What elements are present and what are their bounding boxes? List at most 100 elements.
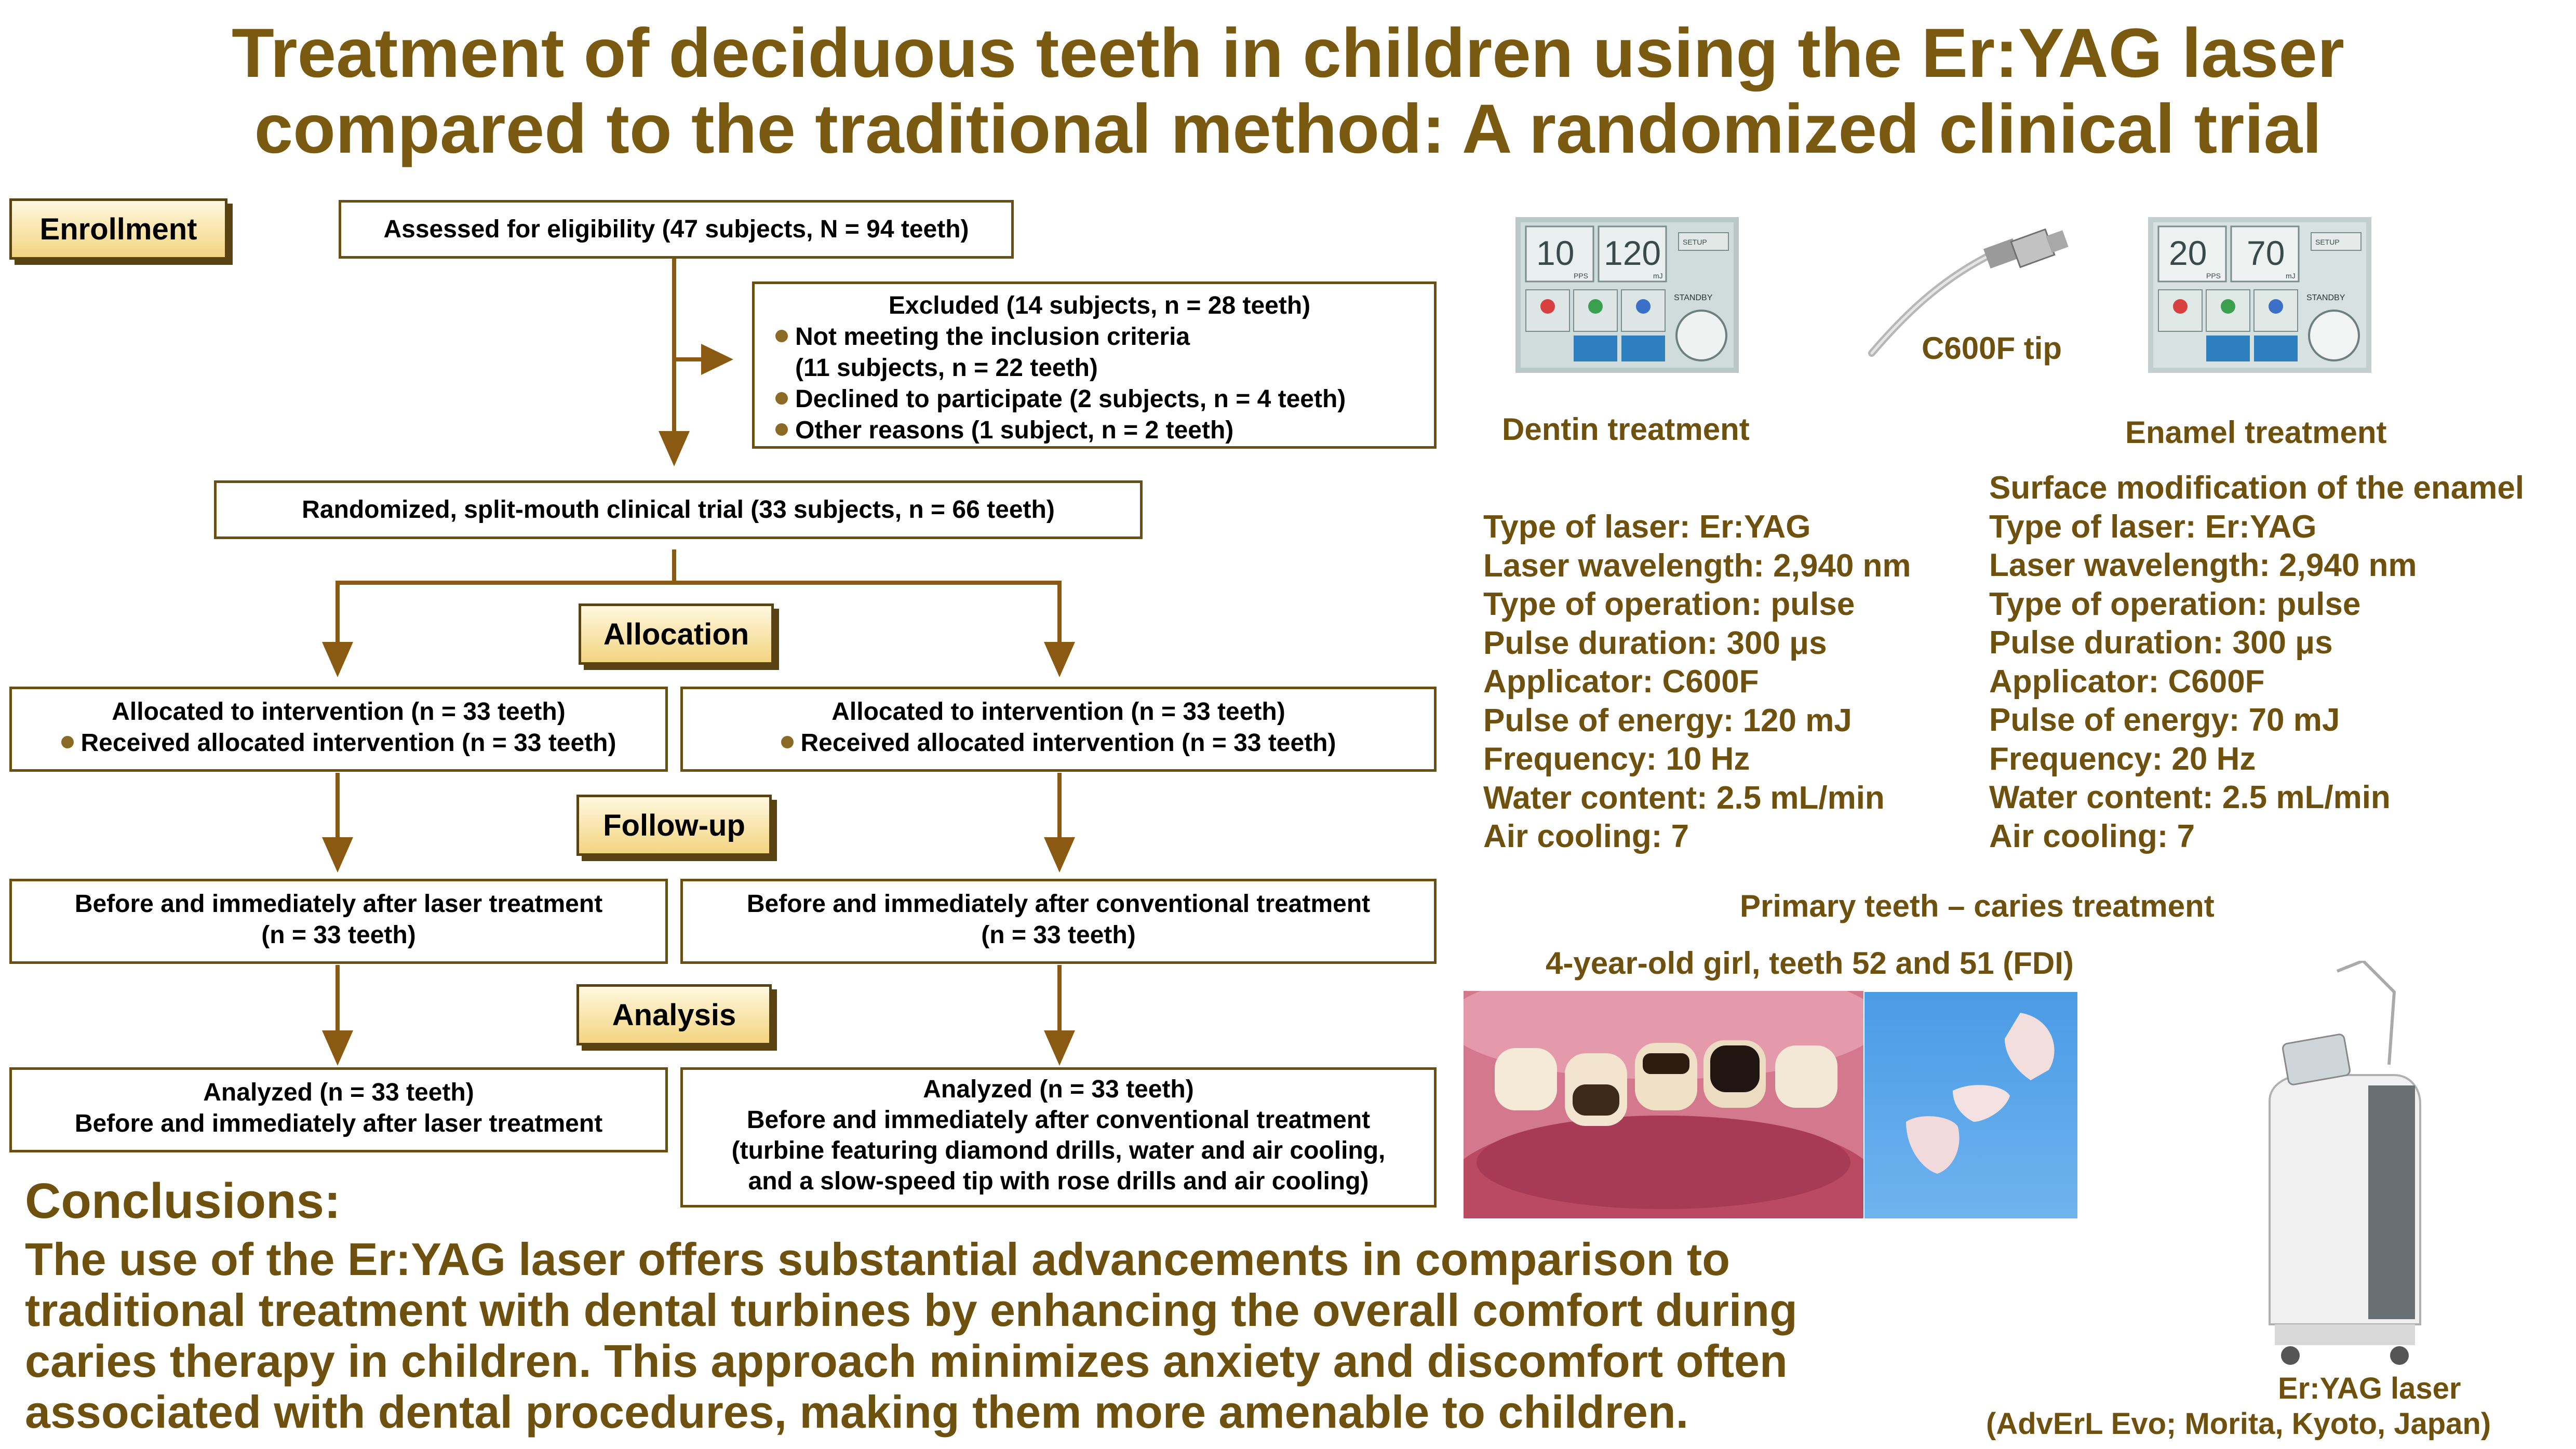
- case-subheading: 4-year-old girl, teeth 52 and 51 (FDI): [1546, 946, 2074, 981]
- stage-followup-label: Follow-up: [603, 808, 745, 842]
- dentin-pps-value: 10: [1536, 234, 1574, 272]
- follow-left-line1: Before and immediately after laser treat…: [74, 890, 603, 918]
- follow-left-line2: (n = 33 teeth): [261, 921, 416, 949]
- water-icon: [1636, 299, 1651, 314]
- arrowhead: [659, 431, 690, 466]
- enamel-spec-item: Type of operation: pulse: [1989, 586, 2361, 622]
- randomized-text: Randomized, split-mouth clinical trial (…: [302, 495, 1055, 524]
- follow-right-line2: (n = 33 teeth): [981, 921, 1136, 949]
- box-follow-left: Before and immediately after laser treat…: [9, 879, 668, 964]
- excluded-reason-2: Declined to participate (2 subjects, n =…: [795, 385, 1346, 413]
- enamel-setup-label: SETUP: [2315, 238, 2340, 246]
- clinical-photo-before: [1464, 991, 1863, 1218]
- arrowhead: [1044, 1030, 1075, 1066]
- enamel-spec-item: Water content: 2.5 mL/min: [1989, 780, 2391, 815]
- stage-analysis-label: Analysis: [612, 998, 736, 1032]
- alarm-icon: [1540, 299, 1555, 314]
- alloc-left-line2: Received allocated intervention (n = 33 …: [81, 729, 616, 757]
- excluded-reason-1: Not meeting the inclusion criteria: [795, 323, 1190, 351]
- enamel-label: Enamel treatment: [2125, 415, 2387, 450]
- enamel-spec-list: Surface modification of the enamel Type …: [1989, 469, 2524, 856]
- dentin-setup-label: SETUP: [1683, 238, 1707, 246]
- tip-label: C600F tip: [1922, 331, 2062, 366]
- dentin-spec-item: Pulse duration: 300 μs: [1483, 625, 1827, 661]
- conclusions-line: traditional treatment with dental turbin…: [25, 1284, 1797, 1336]
- dentin-spec-item: Type of laser: Er:YAG: [1483, 509, 1811, 545]
- clinical-photo-teeth: [1864, 992, 2077, 1218]
- bullet-icon: [781, 736, 794, 749]
- bullet-icon: [775, 330, 788, 343]
- dentin-spec-item: Air cooling: 7: [1483, 819, 1689, 854]
- arrowhead: [322, 1030, 353, 1066]
- enamel-standby-label: STANDBY: [2306, 293, 2345, 302]
- arrowhead: [322, 642, 353, 677]
- enamel-mj-value: 70: [2247, 234, 2285, 272]
- arrowhead: [701, 344, 733, 375]
- laser-caption-1: Er:YAG laser: [2278, 1372, 2461, 1405]
- analysis-left-line2: Before and immediately after laser treat…: [74, 1110, 603, 1137]
- dentin-laser-panel: 10 120 PPS mJ SETUP STANDBY: [1515, 217, 1739, 373]
- c600f-tip-image: [1868, 228, 2069, 357]
- alarm-icon: [2173, 299, 2188, 314]
- stage-enrollment: Enrollment: [9, 198, 227, 260]
- box-analysis-right: Analyzed (n = 33 teeth) Before and immed…: [680, 1067, 1437, 1208]
- analysis-right-line2: Before and immediately after conventiona…: [746, 1106, 1371, 1134]
- stage-analysis: Analysis: [576, 984, 772, 1045]
- enamel-spec-item: Laser wavelength: 2,940 nm: [1989, 547, 2417, 583]
- dentin-spec-item: Applicator: C600F: [1483, 664, 1759, 700]
- stage-followup: Follow-up: [576, 795, 772, 856]
- standby-knob-icon: [2308, 310, 2360, 361]
- arrowhead: [1044, 837, 1075, 873]
- conclusions-heading: Conclusions:: [25, 1173, 341, 1229]
- stage-allocation: Allocation: [579, 603, 774, 665]
- enamel-pps-value: 20: [2169, 234, 2207, 272]
- stage-enrollment-label: Enrollment: [39, 212, 197, 246]
- enamel-laser-panel: 20 70 PPS mJ SETUP STANDBY: [2148, 217, 2371, 373]
- alloc-right-line1: Allocated to intervention (n = 33 teeth): [831, 698, 1285, 726]
- arrowhead: [1044, 642, 1075, 677]
- standby-knob-icon: [1675, 310, 1727, 361]
- box-assessed: Assessed for eligibility (47 subjects, N…: [339, 200, 1014, 259]
- conclusions-line: associated with dental procedures, makin…: [25, 1386, 1689, 1438]
- title-line-2: compared to the traditional method: A ra…: [254, 90, 2322, 168]
- dentin-spec-list: Type of laser: Er:YAG Laser wavelength: …: [1483, 508, 1911, 856]
- excluded-head: Excluded (14 subjects, n = 28 teeth): [888, 292, 1311, 319]
- enamel-spec-item: Pulse of energy: 70 mJ: [1989, 702, 2340, 738]
- enamel-spec-item: Type of laser: Er:YAG: [1989, 508, 2317, 545]
- dentin-spec-item: Frequency: 10 Hz: [1483, 741, 1750, 777]
- conclusions-text: The use of the Er:YAG laser offers subst…: [25, 1234, 1797, 1438]
- water-icon: [2269, 299, 2283, 314]
- dentin-label: Dentin treatment: [1502, 412, 1750, 447]
- title-line-1: Treatment of deciduous teeth in children…: [232, 15, 2344, 92]
- conclusions-line: The use of the Er:YAG laser offers subst…: [25, 1233, 1730, 1285]
- enamel-mj-unit: mJ: [2286, 272, 2296, 280]
- assessed-text: Assessed for eligibility (47 subjects, N…: [383, 215, 969, 243]
- enamel-spec-item: Frequency: 20 Hz: [1989, 741, 2256, 777]
- eryag-laser-device-image: [2269, 961, 2421, 1365]
- box-excluded: Excluded (14 subjects, n = 28 teeth) Not…: [752, 281, 1437, 449]
- conclusions-line: caries therapy in children. This approac…: [25, 1335, 1788, 1387]
- dentin-spec-item: Water content: 2.5 mL/min: [1483, 780, 1885, 816]
- dentin-mj-value: 120: [1604, 234, 1661, 272]
- box-alloc-left: Allocated to intervention (n = 33 teeth)…: [9, 687, 668, 772]
- analysis-right-line1: Analyzed (n = 33 teeth): [923, 1076, 1194, 1103]
- bullet-icon: [775, 392, 788, 405]
- enamel-pps-unit: PPS: [2206, 272, 2221, 280]
- dentin-mj-unit: mJ: [1653, 272, 1663, 280]
- excluded-reason-1-count: (11 subjects, n = 22 teeth): [795, 354, 1098, 382]
- box-follow-right: Before and immediately after conventiona…: [680, 879, 1437, 964]
- box-randomized: Randomized, split-mouth clinical trial (…: [214, 480, 1143, 539]
- stage-allocation-label: Allocation: [603, 617, 749, 651]
- ready-icon: [2221, 299, 2235, 314]
- bullet-icon: [775, 423, 788, 436]
- enamel-spec-item: Surface modification of the enamel: [1989, 470, 2525, 506]
- analysis-left-line1: Analyzed (n = 33 teeth): [203, 1079, 474, 1106]
- enamel-spec-item: Pulse duration: 300 μs: [1989, 625, 2333, 661]
- dentin-spec-item: Laser wavelength: 2,940 nm: [1483, 547, 1911, 584]
- analysis-right-line4: and a slow-speed tip with rose drills an…: [748, 1168, 1369, 1195]
- alloc-left-line1: Allocated to intervention (n = 33 teeth): [112, 698, 566, 726]
- dentin-pps-unit: PPS: [1574, 272, 1588, 280]
- box-alloc-right: Allocated to intervention (n = 33 teeth)…: [680, 687, 1437, 772]
- poster-title: Treatment of deciduous teeth in children…: [0, 16, 2576, 167]
